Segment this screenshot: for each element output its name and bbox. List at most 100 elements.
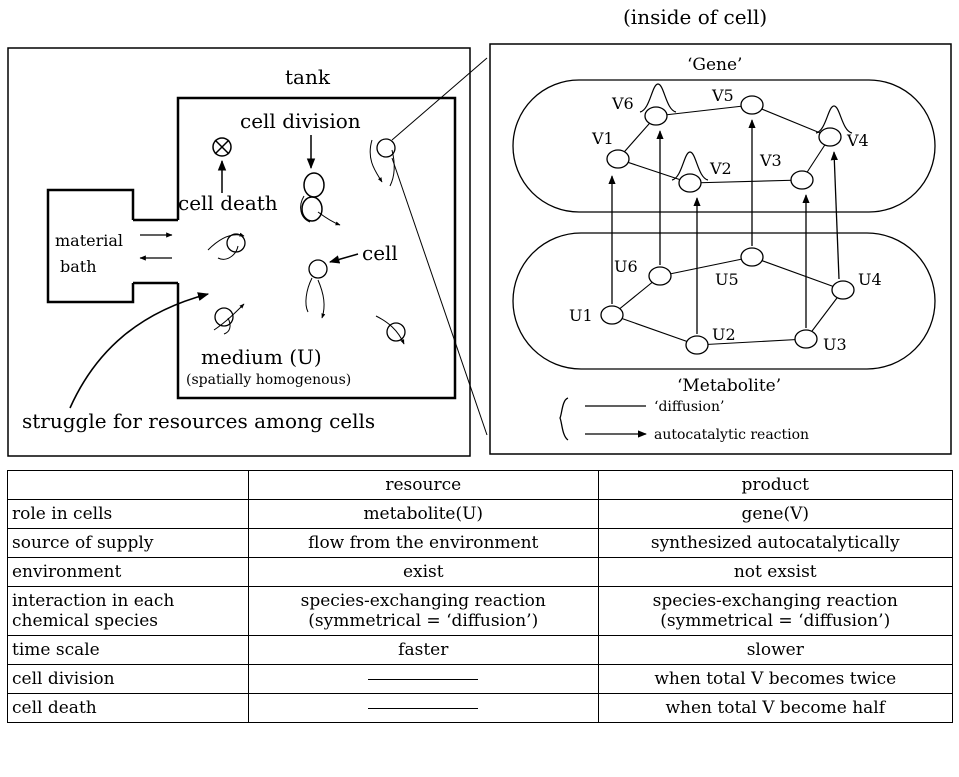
table-row: cell division when total V becomes twice (7, 664, 954, 694)
label-u4: U4 (858, 270, 882, 289)
table-row: cell death when total V become half (7, 693, 954, 723)
material-bath-label-1: material (55, 231, 123, 250)
medium-note: (spatially homogenous) (186, 372, 351, 388)
label-v2: V2 (709, 159, 732, 178)
table-header-cell (7, 470, 249, 500)
row-label: role in cells (7, 499, 249, 529)
row-label: source of supply (7, 528, 249, 558)
resource-cell: exist (248, 557, 599, 587)
metabolite-nodes (600, 247, 855, 355)
metabolite-compartment (512, 232, 936, 370)
zoom-line-top (391, 57, 488, 141)
cell-pointer-arrow (328, 253, 359, 264)
node-u2 (685, 335, 709, 355)
row-label-line: interaction in each (12, 591, 175, 611)
zoom-line-bottom (391, 157, 488, 436)
product-cell: when total V becomes twice (597, 664, 954, 694)
label-u2: U2 (712, 325, 736, 344)
product-cell: gene(V) (597, 499, 954, 529)
node-u3 (794, 329, 818, 349)
node-u6 (648, 266, 672, 286)
node-u1 (600, 305, 624, 325)
row-label-line: chemical species (12, 611, 158, 631)
label-u6: U6 (614, 257, 638, 276)
node-u4 (831, 280, 855, 300)
medium-label: medium (U) (201, 345, 322, 369)
label-v1: V1 (591, 129, 614, 148)
table-header-row: resource product (7, 470, 954, 500)
cell-death-label: cell death (178, 191, 278, 215)
resource-cell: faster (248, 635, 599, 665)
resource-cell: species-exchanging reaction (symmetrical… (248, 586, 599, 636)
resource-cell: metabolite(U) (248, 499, 599, 529)
table-row: role in cells metabolite(U) gene(V) (7, 499, 954, 529)
table-header-cell: resource (248, 470, 599, 500)
legend-autocatalytic-text: autocatalytic reaction (654, 427, 809, 443)
label-v4: V4 (846, 131, 869, 150)
label-v5: V5 (711, 86, 734, 105)
cell-line: species-exchanging reaction (300, 591, 546, 611)
row-label: interaction in each chemical species (7, 586, 249, 636)
row-label: environment (7, 557, 249, 587)
node-v3 (790, 170, 814, 190)
material-bath-box (46, 188, 135, 304)
cell-icon (375, 315, 406, 345)
node-v4 (818, 127, 842, 147)
gene-label: ‘Gene’ (687, 55, 742, 75)
product-cell: synthesized autocatalytically (597, 528, 954, 558)
dead-cell-icon (212, 137, 232, 157)
tank-label: tank (285, 65, 331, 89)
table-row: time scale faster slower (7, 635, 954, 665)
row-label: time scale (7, 635, 249, 665)
right-panel-frame (489, 43, 952, 455)
dash-line (368, 708, 479, 709)
cell-icon (305, 259, 328, 319)
gene-distribution-curves (639, 83, 853, 181)
gene-nodes (606, 95, 842, 193)
table-row: source of supply flow from the environme… (7, 528, 954, 558)
table-row: interaction in each chemical species spe… (7, 586, 954, 636)
cell-line: (symmetrical = ‘diffusion’) (308, 611, 539, 631)
dividing-cell-icon (300, 172, 341, 226)
legend-brace (559, 397, 569, 441)
metabolite-label: ‘Metabolite’ (677, 376, 781, 396)
table-header-cell: product (597, 470, 954, 500)
tank-outline (176, 96, 457, 400)
row-label: cell division (7, 664, 249, 694)
cell-division-label: cell division (240, 109, 361, 133)
struggle-arrow (69, 292, 210, 409)
label-u1: U1 (569, 306, 593, 325)
cell-line: species-exchanging reaction (652, 591, 898, 611)
struggle-label: struggle for resources among cells (22, 409, 375, 433)
node-v5 (740, 95, 764, 115)
resource-cell: flow from the environment (248, 528, 599, 558)
legend: ‘diffusion’ autocatalytic reaction (559, 397, 809, 443)
product-cell: slower (597, 635, 954, 665)
cell-line: (symmetrical = ‘diffusion’) (660, 611, 891, 631)
cell-icon (213, 303, 245, 335)
material-bath-label-2: bath (60, 257, 97, 276)
legend-diffusion-text: ‘diffusion’ (654, 399, 724, 415)
node-v2 (678, 173, 702, 193)
comparison-table: resource product role in cells metabolit… (7, 470, 954, 723)
cell-icon (369, 138, 396, 187)
label-v6: V6 (611, 94, 634, 113)
label-v3: V3 (759, 151, 782, 170)
cell-label: cell (362, 241, 398, 265)
resource-cell (248, 693, 599, 723)
row-label: cell death (7, 693, 249, 723)
gene-compartment (512, 79, 936, 213)
product-cell: not exsist (597, 557, 954, 587)
node-v1 (606, 149, 630, 169)
resource-cell (248, 664, 599, 694)
inside-cell-title: (inside of cell) (623, 5, 767, 29)
autocatalytic-arrows (608, 119, 840, 334)
node-u5 (740, 247, 764, 267)
dash-line (368, 679, 479, 680)
table-row: environment exist not exsist (7, 557, 954, 587)
cell-icon (207, 232, 246, 260)
product-cell: when total V become half (597, 693, 954, 723)
product-cell: species-exchanging reaction (symmetrical… (597, 586, 954, 636)
label-u3: U3 (823, 335, 847, 354)
node-v6 (644, 106, 668, 126)
